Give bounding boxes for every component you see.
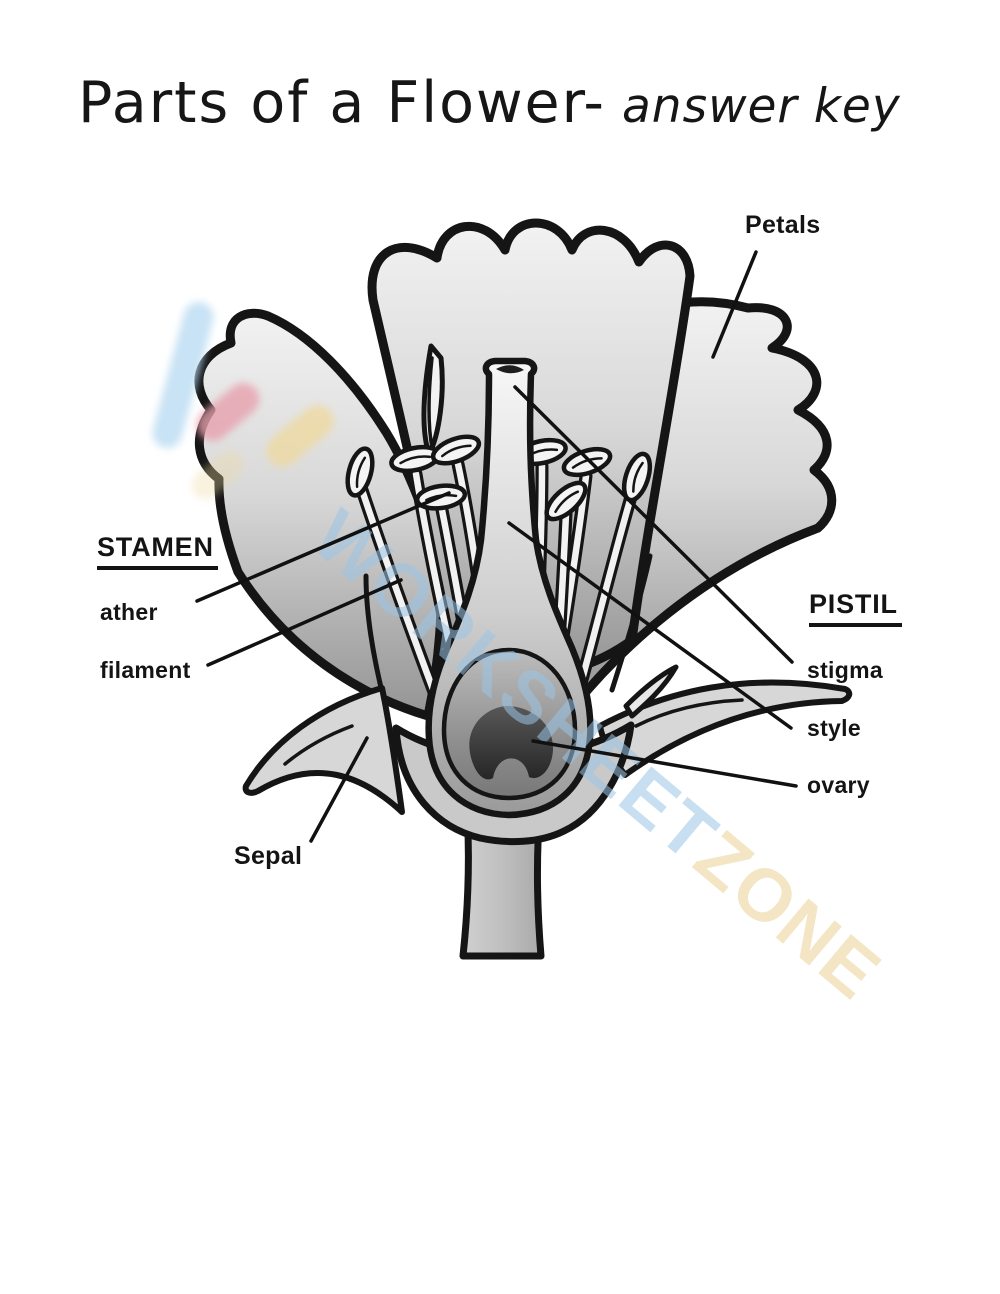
label-stamen: STAMEN xyxy=(97,532,218,570)
logo-stroke-yellow xyxy=(266,405,334,467)
logo-brush-strokes xyxy=(152,302,334,500)
sepal-right-vein xyxy=(634,698,744,728)
title-suffix: answer key xyxy=(622,79,901,134)
stigma-leader-line xyxy=(513,385,794,664)
sepal-leader-line xyxy=(309,736,369,843)
label-pistil: PISTIL xyxy=(809,589,902,627)
anther xyxy=(345,446,375,498)
label-ovary: ovary xyxy=(807,772,870,798)
sepal-left-vein xyxy=(283,724,354,766)
petals-leader-line xyxy=(711,250,758,359)
stigma-opening xyxy=(496,365,524,374)
anther xyxy=(430,434,482,466)
strand-right xyxy=(609,553,653,693)
style-leader-line xyxy=(507,521,793,730)
ovule xyxy=(469,705,554,780)
label-stigma: stigma xyxy=(807,657,883,683)
title-main: Parts of a Flower- xyxy=(78,70,606,136)
label-ather: ather xyxy=(100,599,158,625)
label-sepal: Sepal xyxy=(234,842,303,870)
filament-leader-line xyxy=(206,578,403,667)
logo-stroke-pink xyxy=(196,383,260,441)
anther xyxy=(621,451,653,503)
sepal-right xyxy=(597,679,853,778)
ather-leader-line xyxy=(195,491,451,603)
label-petals: Petals xyxy=(745,211,821,239)
logo-stroke-yellow-faint xyxy=(191,450,245,500)
ovary-leader-line xyxy=(531,739,798,788)
leader-lines xyxy=(195,250,798,843)
strand-left xyxy=(363,573,387,703)
label-style: style xyxy=(807,715,861,741)
anther xyxy=(544,480,588,522)
watermark-secondary: ZONE xyxy=(680,814,897,1015)
blade-inner-line xyxy=(427,356,434,450)
sepal-left xyxy=(242,685,405,815)
logo-stroke-blue xyxy=(152,302,214,448)
page-title: Parts of a Flower-answer key xyxy=(78,70,901,136)
sepal-spike xyxy=(623,664,679,719)
label-filament: filament xyxy=(100,657,191,683)
